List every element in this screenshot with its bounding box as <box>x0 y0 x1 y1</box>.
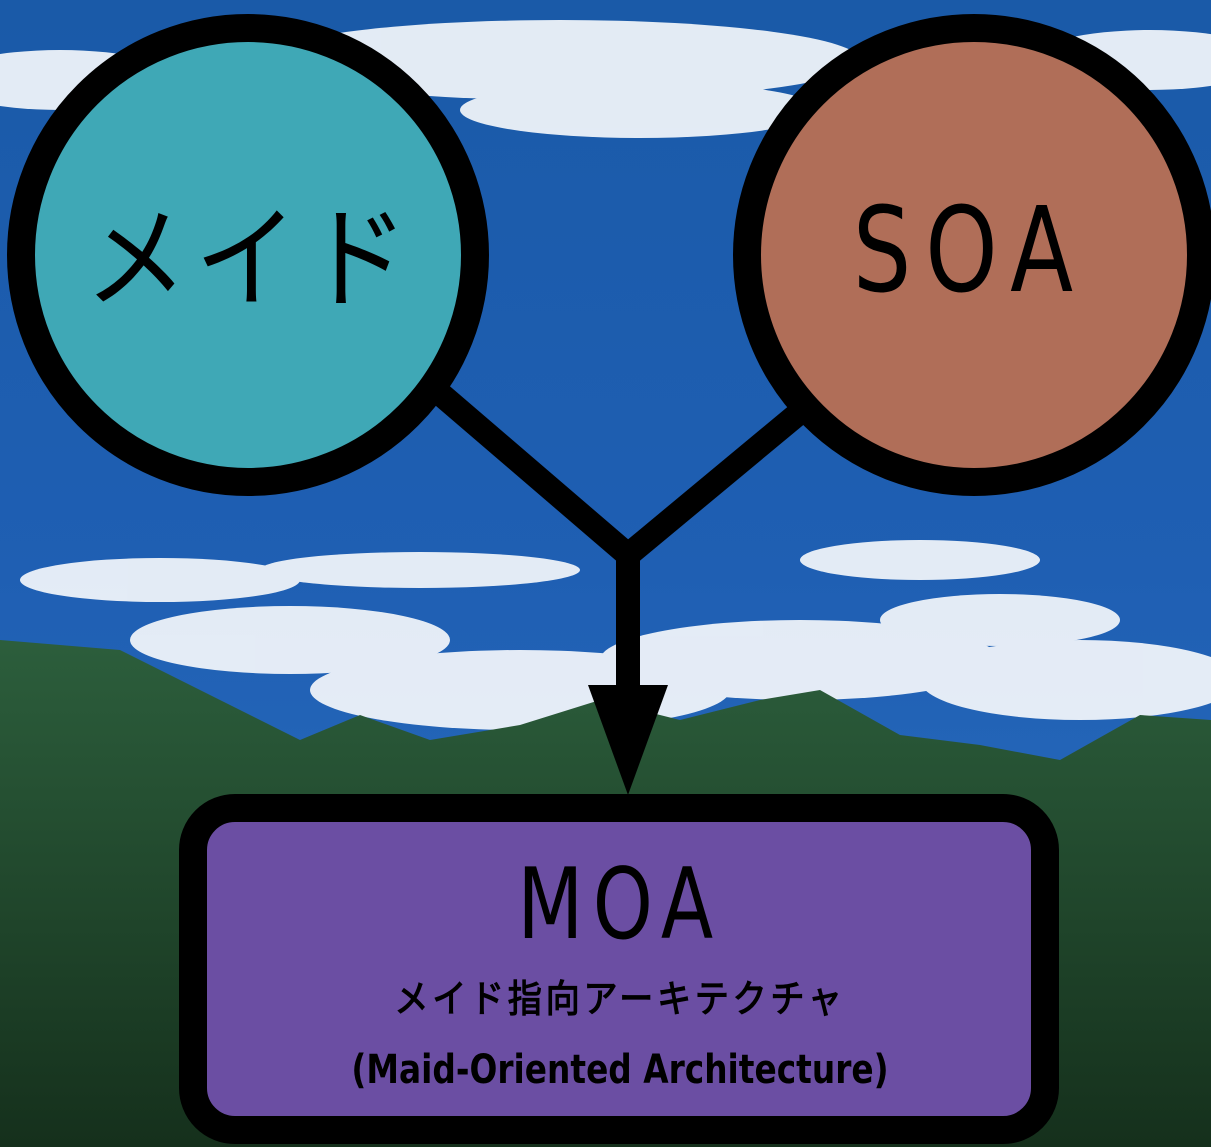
connector-maid <box>422 375 636 565</box>
node-soa <box>733 14 1211 496</box>
result-subtitle-en: (Maid-Oriented Architecture) <box>351 1047 889 1093</box>
result-box <box>179 794 1059 1144</box>
arrow-head <box>588 685 668 795</box>
clouds <box>0 20 1211 730</box>
node-soa-label: SOA <box>852 181 1088 319</box>
result-subtitle-jp: メイド指向アーキテクチャ <box>394 976 846 1021</box>
node-maid <box>7 14 489 496</box>
connector-lines <box>422 375 813 690</box>
node-maid-label: メイド <box>84 195 416 325</box>
connector-soa <box>620 398 813 565</box>
result-title: MOA <box>517 848 723 962</box>
